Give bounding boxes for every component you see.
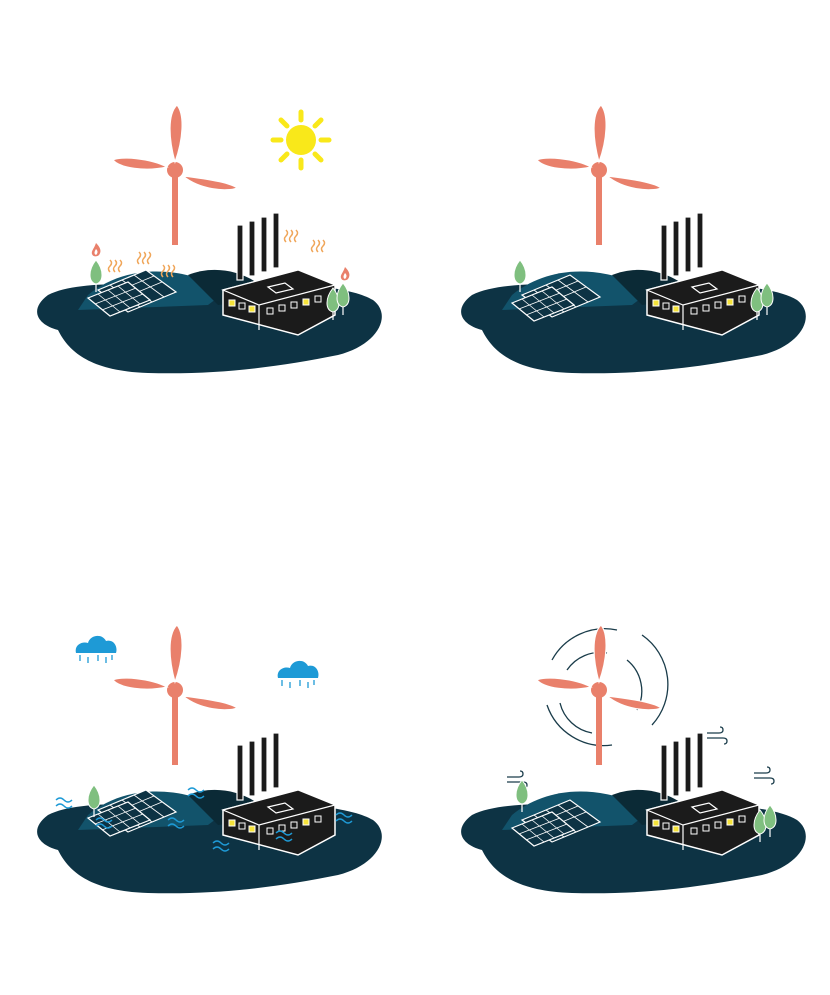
wind-turbine-icon — [112, 104, 238, 246]
scene-calm — [442, 95, 822, 395]
wind-turbine-icon — [536, 104, 662, 246]
gust-icon — [506, 726, 775, 789]
sun-icon — [270, 109, 332, 171]
wind-turbine-icon — [536, 624, 662, 766]
scene-heatwave — [18, 95, 398, 395]
wind-turbine-icon — [112, 624, 238, 766]
factory-icon — [222, 212, 336, 336]
scene-storm — [442, 615, 822, 915]
factory-icon — [646, 212, 760, 336]
factory-icon — [646, 732, 760, 856]
scene-flood — [18, 615, 398, 915]
rain-cloud-icon — [75, 635, 320, 689]
